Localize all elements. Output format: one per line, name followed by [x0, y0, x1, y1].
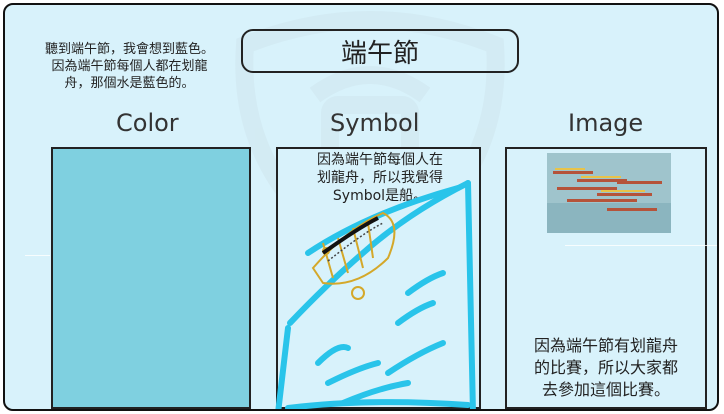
header-color: Color	[116, 109, 179, 137]
image-caption: 因為端午節有划龍舟 的比賽，所以大家都 去參加這個比賽。	[533, 336, 678, 399]
dragon-boat-race-photo	[547, 153, 671, 233]
divider-line	[25, 255, 50, 256]
page-title: 端午節	[241, 29, 519, 73]
color-swatch-panel	[51, 147, 251, 409]
boat-water-drawing	[275, 180, 476, 409]
canvas-frame: 聽到端午節，我會想到藍色。 因為端午節每個人都在划龍 舟，那個水是藍色的。 端午…	[3, 3, 719, 411]
symbol-text: 因為端午節每個人在 划龍舟，所以我覺得 Symbol是船。	[317, 152, 443, 204]
divider-line	[565, 245, 717, 246]
header-symbol: Symbol	[330, 109, 420, 137]
intro-text: 聽到端午節，我會想到藍色。 因為端午節每個人都在划龍 舟，那個水是藍色的。	[44, 42, 214, 91]
header-image: Image	[568, 109, 644, 137]
